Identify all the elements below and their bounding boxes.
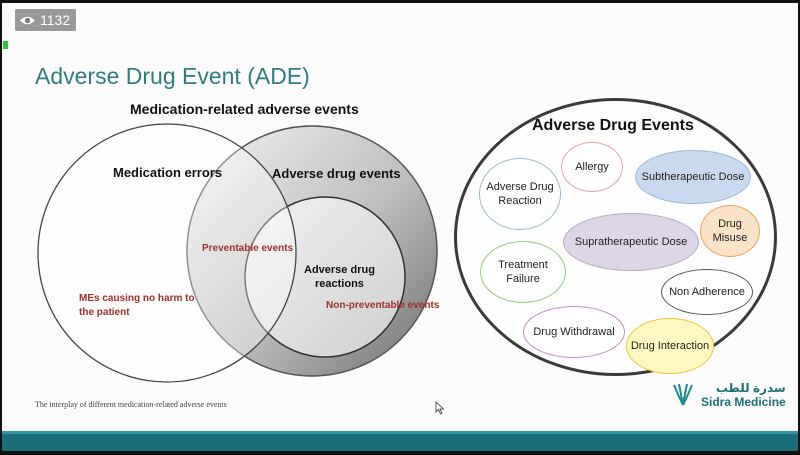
logo-english-text: Sidra Medicine — [701, 395, 786, 409]
medication-errors-circle — [37, 123, 297, 383]
eye-icon — [20, 16, 35, 24]
label-adverse-drug-events: Adverse drug events — [272, 166, 401, 181]
bubble-allergy: Allergy — [561, 142, 623, 192]
label-mes-no-harm-line2: the patient — [79, 307, 130, 318]
slide-footer-bar — [2, 431, 798, 451]
bubble-non-adherence: Non Adherence — [661, 269, 753, 315]
label-adr-line1: Adverse drug — [304, 264, 375, 276]
label-medication-errors: Medication errors — [113, 165, 223, 180]
bubble-drug-misuse: Drug Misuse — [700, 205, 760, 257]
label-non-preventable-events: Non-preventable events — [326, 300, 440, 311]
venn-diagram — [37, 93, 462, 423]
label-mes-no-harm-line1: MEs causing no harm to — [79, 293, 195, 304]
bubble-treatment-failure: Treatment Failure — [480, 241, 566, 303]
view-count-badge: 1132 — [15, 9, 77, 31]
bubble-adverse-drug-reaction: Adverse Drug Reaction — [479, 158, 561, 230]
mouse-cursor-icon — [435, 401, 445, 415]
bubble-drug-interaction: Drug Interaction — [626, 318, 714, 374]
slide-title: Adverse Drug Event (ADE) — [35, 63, 310, 89]
label-adr-line2: reactions — [315, 278, 364, 290]
adverse-drug-reactions-circle — [244, 196, 406, 358]
label-preventable-events: Preventable events — [202, 243, 294, 254]
green-indicator — [3, 41, 8, 49]
bubble-supratherapeutic-dose: Supratherapeutic Dose — [563, 213, 699, 271]
sidra-medicine-logo: سدرة للطب Sidra Medicine — [670, 381, 786, 409]
venn-caption: The interplay of different medication-re… — [35, 400, 227, 409]
footer-stripe — [2, 431, 798, 434]
logo-arabic-text: سدرة للطب — [715, 381, 786, 395]
bubble-subtherapeutic-dose: Subtherapeutic Dose — [635, 150, 751, 204]
venn-heading: Medication-related adverse events — [130, 101, 359, 117]
sidra-logo-icon — [673, 383, 693, 406]
ade-title: Adverse Drug Events — [532, 117, 694, 134]
view-count: 1132 — [40, 12, 71, 28]
bubble-drug-withdrawal: Drug Withdrawal — [523, 306, 625, 358]
presentation-slide: Adverse Drug Event (ADE) Medication-rela… — [2, 3, 798, 451]
venn-clip-panel — [442, 93, 462, 423]
